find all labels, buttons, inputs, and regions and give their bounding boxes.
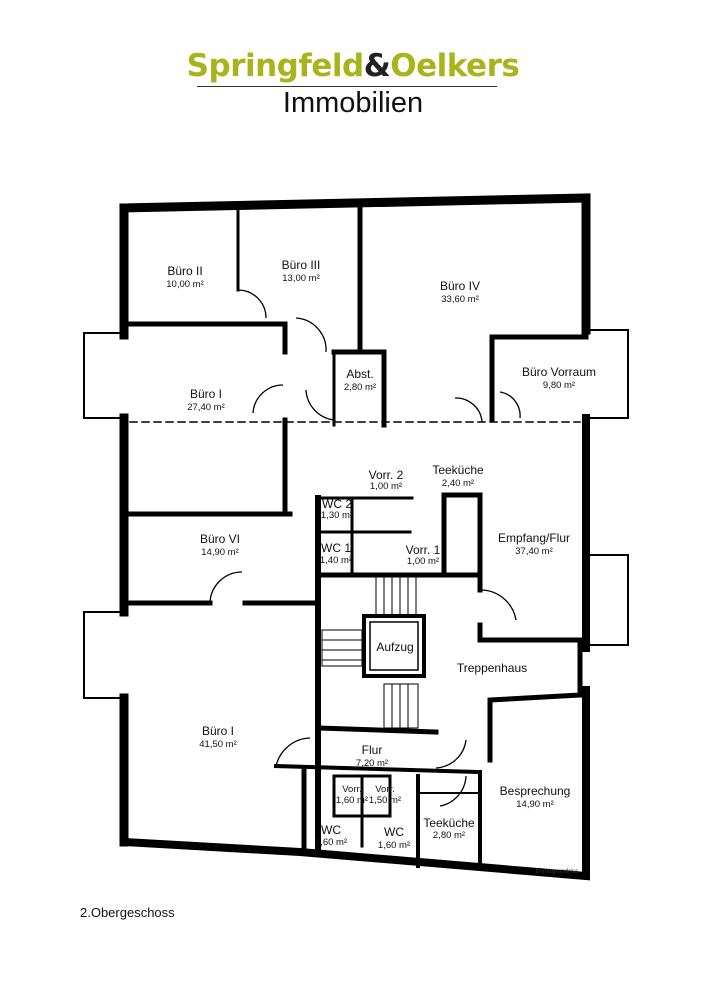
room-labels: Büro II 10,00 m² Büro III 13,00 m² Büro …: [166, 258, 596, 875]
room-name: Teeküche: [432, 463, 484, 477]
room-name: Büro VI: [200, 532, 240, 546]
room-name: Abst.: [346, 367, 373, 381]
room-area: 27,40 m²: [187, 402, 225, 413]
room-name: Vorr.: [342, 784, 362, 795]
room-area: 2,80 m²: [344, 382, 376, 393]
room-area: 1,30 m²: [321, 510, 353, 521]
room-area: 13,00 m²: [282, 273, 320, 284]
room-area: 37,40 m²: [515, 546, 553, 557]
room-name: Treppenhaus: [457, 661, 527, 675]
room-name: Büro Vorraum: [522, 365, 596, 379]
floor-label: 2.Obergeschoss: [80, 905, 175, 920]
room-area: 2,40 m²: [442, 478, 474, 489]
room-name: Teeküche: [423, 816, 475, 830]
logo-brand-left: Springfeld: [186, 48, 365, 84]
room-area: 9,80 m²: [543, 380, 575, 391]
room-name: WC 2: [322, 497, 352, 511]
room-name: Besprechung: [500, 784, 571, 798]
room-area: 2,80 m²: [433, 830, 465, 841]
logo-divider: [197, 86, 497, 87]
room-area: 1,60 m²: [336, 795, 368, 806]
room-name: Empfang/Flur: [498, 531, 570, 545]
room-name: Flur: [362, 743, 383, 757]
room-area: 1,60 m²: [315, 837, 347, 848]
doors: [209, 289, 521, 807]
room-area: 1,50 m²: [369, 795, 401, 806]
logo-ampersand: &: [363, 48, 391, 84]
walls: [83, 193, 629, 881]
room-area: 7,20 m²: [356, 758, 388, 769]
room-name: Vorr. 1: [406, 543, 441, 557]
room-name: Büro I: [202, 724, 234, 738]
company-logo: Springfeld&Oelkers: [0, 48, 706, 84]
room-area: 14,90 m²: [201, 547, 239, 558]
room-name: Vorr. 2: [369, 468, 404, 482]
room-area: 33,60 m²: [441, 294, 479, 305]
room-area: 1,00 m²: [407, 556, 439, 567]
logo-brand-right: Oelkers: [390, 48, 520, 84]
room-name: Aufzug: [376, 640, 413, 654]
room-name: Vorr.: [375, 784, 395, 795]
room-name: Büro III: [282, 258, 321, 272]
room-area: 1,40 m²: [320, 555, 352, 566]
room-name: WC: [321, 823, 341, 837]
room-name: WC: [384, 825, 404, 839]
room-area: 1,60 m²: [378, 840, 410, 851]
room-area: 14,90 m²: [516, 799, 554, 810]
room-area: 10,00 m²: [166, 279, 204, 290]
room-name: Büro II: [167, 264, 202, 278]
room-name: WC 1: [321, 541, 351, 555]
room-name: Büro IV: [440, 279, 480, 293]
logo-subtitle: Immobilien: [282, 87, 424, 119]
room-area: 1,00 m²: [370, 481, 402, 492]
room-area: 41,50 m²: [199, 739, 237, 750]
room-name: Büro I: [190, 387, 222, 401]
watermark: Immogrundriss: [536, 868, 580, 875]
